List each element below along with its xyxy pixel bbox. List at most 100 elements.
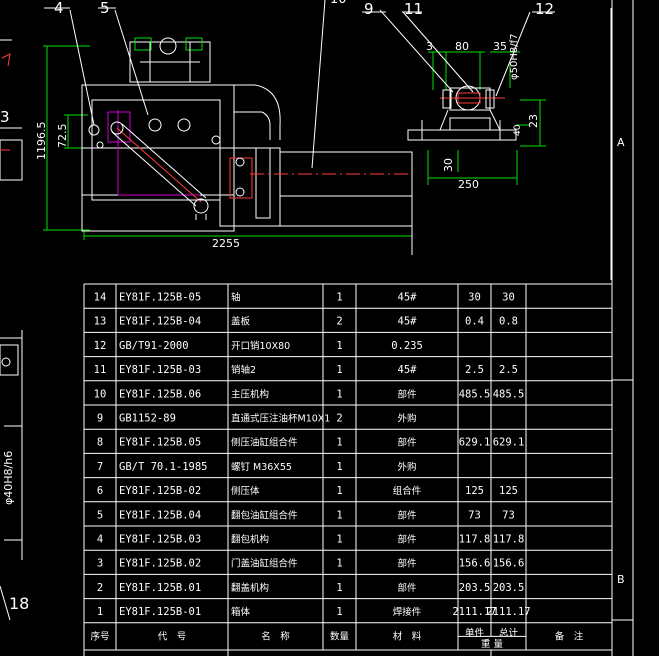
balloon-18: 18 [9, 594, 29, 613]
bom-item-no: 13 [94, 316, 107, 328]
zone-label-b: B [617, 573, 625, 586]
bom-header-material: 材 料 [393, 631, 422, 643]
bom-item-unit-weight: 0.4 [465, 316, 484, 328]
bom-item-name: 箱体 [231, 606, 251, 618]
bom-item-no: 3 [97, 558, 103, 570]
bom-item-material: 部件 [397, 509, 417, 521]
bom-item-no: 11 [94, 364, 107, 376]
bom-item-material: 组合件 [393, 485, 422, 497]
bom-item-total-weight: 203.5 [493, 582, 525, 594]
bom-item-qty: 1 [336, 291, 342, 303]
dim-40: 40 [513, 124, 523, 136]
bom-item-unit-weight: 2.5 [465, 364, 484, 376]
bom-item-material: 部件 [397, 388, 417, 400]
bom-item-no: 5 [97, 509, 103, 521]
bom-item-name: 螺钉 M36X55 [231, 462, 292, 473]
bom-item-unit-weight: 203.5 [459, 582, 491, 594]
bom-item-no: 7 [97, 461, 103, 473]
dim-3: 3 [426, 40, 433, 53]
bom-item-qty: 1 [336, 388, 342, 400]
main-view [43, 0, 413, 255]
bom-item-no: 2 [97, 582, 103, 594]
bom-item-material: 外购 [397, 461, 416, 473]
bom-item-code: EY81F.125B-04 [119, 316, 201, 328]
balloon-5: 5 [100, 0, 110, 17]
bom-header-name: 名 称 [261, 631, 290, 643]
detail-view [362, 9, 555, 185]
bom-item-unit-weight: 485.5 [459, 388, 491, 400]
balloon-11: 11 [404, 0, 423, 18]
bom-item-total-weight: 117.8 [493, 533, 525, 545]
bom-item-total-weight: 125 [499, 485, 518, 497]
bom-item-unit-weight: 2111.17 [452, 606, 496, 618]
zone-label-a: A [617, 136, 625, 149]
bom-item-qty: 1 [336, 364, 342, 376]
bom-item-unit-weight: 629.1 [459, 437, 491, 449]
dim-2255: 2255 [212, 237, 240, 250]
bom-header-code: 代 号 [158, 632, 187, 643]
bom-item-no: 6 [97, 485, 103, 497]
bom-item-material: 部件 [397, 558, 417, 570]
bom-item-code: GB/T 70.1-1985 [119, 461, 208, 473]
bom-item-material: 0.235 [391, 340, 423, 352]
bom-item-qty: 1 [336, 485, 342, 497]
bom-item-qty: 1 [336, 509, 342, 521]
bom-item-material: 焊接件 [393, 606, 422, 618]
bom-item-no: 9 [97, 412, 103, 424]
bom-item-no: 8 [97, 437, 103, 449]
bom-item-code: EY81F.125B-03 [119, 364, 201, 376]
bom-item-unit-weight: 73 [468, 509, 481, 521]
bom-item-material: 部件 [397, 437, 417, 449]
bom-item-total-weight: 485.5 [493, 388, 525, 400]
bom-item-total-weight: 30 [502, 291, 515, 303]
balloon-12: 12 [535, 0, 554, 18]
bom-item-material: 外购 [397, 412, 416, 424]
bom-item-code: EY81F.125B.06 [119, 388, 201, 400]
bom-item-total-weight: 629.1 [493, 437, 525, 449]
bom-item-total-weight: 0.8 [499, 316, 518, 328]
drawing-frame [610, 0, 634, 656]
bom-item-name: 销轴2 [231, 364, 256, 376]
bom-item-material: 部件 [397, 582, 417, 594]
bom-item-no: 14 [94, 291, 107, 303]
bom-item-code: EY81F.125B.03 [119, 533, 201, 545]
bom-item-unit-weight: 125 [465, 485, 484, 497]
bom-item-code: EY81F.125B.01 [119, 582, 201, 594]
bom-item-material: 45# [398, 364, 418, 376]
bom-item-name: 侧压油缸组合件 [231, 437, 298, 449]
bom-item-unit-weight: 156.6 [459, 558, 491, 570]
dim-250: 250 [458, 178, 479, 191]
bom-header-remarks: 备 注 [555, 631, 584, 643]
bom-item-qty: 2 [336, 412, 342, 424]
bom-item-no: 12 [94, 340, 107, 352]
bom-item-code: EY81F.125B-05 [119, 291, 201, 303]
dim-725: 72.5 [56, 124, 69, 149]
bom-item-unit-weight: 117.8 [459, 533, 491, 545]
bom-item-material: 部件 [397, 533, 417, 545]
bom-item-code: EY81F.125B-02 [119, 485, 201, 497]
bom-header-unit: 单件 [465, 627, 485, 639]
bom-item-qty: 1 [336, 533, 342, 545]
bom-item-qty: 1 [336, 437, 342, 449]
dim-35: 35 [493, 40, 507, 53]
dim-23: 23 [527, 114, 540, 128]
balloon-4: 4 [54, 0, 64, 17]
bom-header-qty: 数量 [330, 631, 350, 643]
bom-item-name: 侧压体 [231, 485, 260, 497]
dim-1196: 1196.5 [35, 122, 48, 161]
bom-item-no: 4 [97, 533, 103, 545]
bom-item-name: 主压机构 [231, 388, 269, 400]
bom-item-qty: 1 [336, 558, 342, 570]
balloon-9: 9 [364, 0, 374, 18]
bom-item-name: 翻包油缸组合件 [231, 509, 298, 521]
dim-phi50: φ50H8/f7 [509, 34, 520, 80]
balloon-10: 10 [330, 0, 347, 7]
bom-item-qty: 1 [336, 606, 342, 618]
bom-item-code: EY81F.125B.04 [119, 509, 201, 521]
bom-item-name: 门盖油缸组合件 [231, 558, 298, 570]
bom-item-unit-weight: 30 [468, 291, 481, 303]
bom-item-code: GB1152-89 [119, 412, 176, 424]
bom-header-no: 序号 [90, 631, 109, 643]
bom-item-no: 1 [97, 606, 103, 618]
